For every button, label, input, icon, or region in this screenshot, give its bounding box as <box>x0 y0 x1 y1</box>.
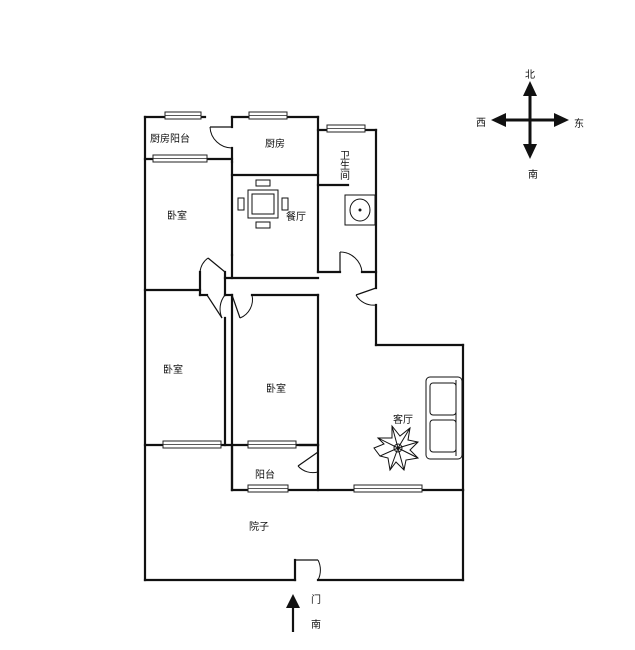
label-kitchen: 厨房 <box>265 137 285 150</box>
window-bedroom-center <box>247 440 297 449</box>
window-bedroom-w <box>162 440 222 449</box>
compass-west: 西 <box>476 118 486 129</box>
label-yard: 院子 <box>249 520 269 533</box>
label-door: 门 <box>311 593 321 606</box>
label-bedroom-center: 卧室 <box>266 382 286 395</box>
sofa <box>425 376 463 460</box>
dining-table <box>237 179 289 229</box>
label-living: 客厅 <box>393 413 413 426</box>
window-balcony <box>247 484 289 493</box>
window-bedroom-nw <box>152 154 208 163</box>
compass-east: 东 <box>574 117 584 130</box>
entrance-arrow-icon <box>286 594 300 632</box>
label-kitchen-balcony: 厨房阳台 <box>150 132 190 145</box>
door-bedroom-center <box>231 294 253 319</box>
window-bathroom <box>326 124 366 133</box>
label-dining: 餐厅 <box>286 210 306 223</box>
walls <box>143 115 465 582</box>
doors <box>199 126 377 581</box>
sink <box>344 194 376 226</box>
window-kitchen-balcony <box>164 111 202 120</box>
plant <box>373 424 420 472</box>
compass-icon: 北 南 西 东 <box>476 69 584 181</box>
door-balcony <box>297 451 319 474</box>
door-bathroom <box>339 251 363 273</box>
label-bedroom-nw: 卧室 <box>167 209 187 222</box>
windows <box>152 111 423 493</box>
window-living <box>353 484 423 493</box>
window-kitchen <box>248 111 288 120</box>
compass-south: 南 <box>528 168 538 181</box>
room-labels: 厨房阳台 厨房 卫生间 餐厅 卧室 卧室 卧室 客厅 阳台 院子 门 南 <box>150 132 413 631</box>
label-door-south: 南 <box>311 618 321 631</box>
door-yard-entrance <box>295 559 321 581</box>
door-bedroom-w <box>206 294 226 319</box>
compass-north: 北 <box>525 69 535 81</box>
door-kitchen-balcony <box>209 126 233 149</box>
label-bathroom: 卫生间 <box>338 150 350 181</box>
label-bedroom-w: 卧室 <box>163 363 183 376</box>
door-living <box>355 287 377 306</box>
door-bedroom-nw <box>199 257 226 273</box>
label-balcony: 阳台 <box>255 468 275 481</box>
